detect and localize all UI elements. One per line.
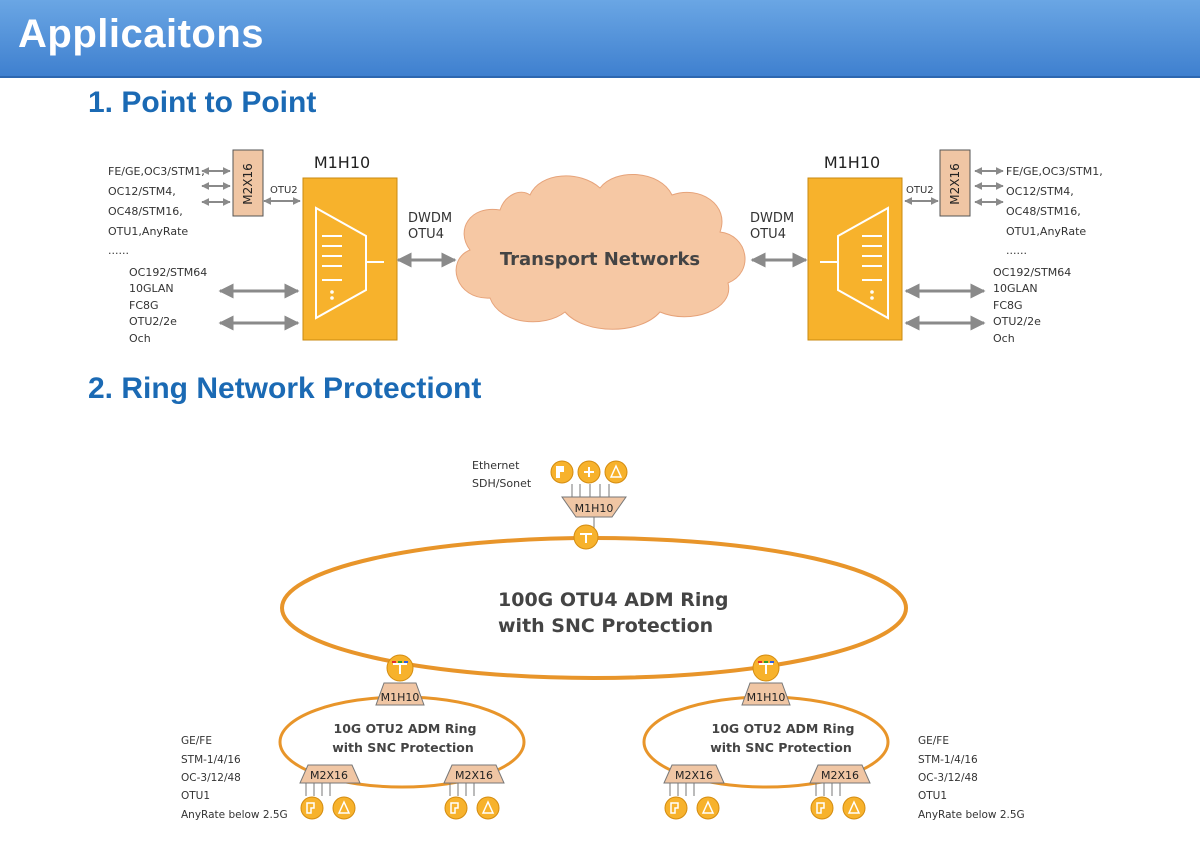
right-side-service: GE/FE xyxy=(918,735,949,747)
right-m1h10-mux xyxy=(741,682,791,706)
left-input-label: OTU1,AnyRate xyxy=(108,225,188,238)
right-sub-ring-label: with SNC Protection xyxy=(710,740,852,755)
left-m2x16-label: M2X16 xyxy=(241,163,255,204)
right-high-rate-label: OC192/STM64 xyxy=(993,266,1071,279)
left-input-label: FE/GE,OC3/STM1, xyxy=(108,165,205,178)
left-side-service: AnyRate below 2.5G xyxy=(181,809,288,821)
right-input-label: ...... xyxy=(1006,244,1027,257)
left-input-label: ...... xyxy=(108,244,129,257)
m2x16-label: M2X16 xyxy=(821,769,859,782)
right-m1h10-ring-label: M1H10 xyxy=(747,691,786,704)
right-high-rate-label: Och xyxy=(993,332,1015,345)
m2x16-label: M2X16 xyxy=(675,769,713,782)
right-side-service: AnyRate below 2.5G xyxy=(918,809,1025,821)
cloud-label: Transport Networks xyxy=(500,249,700,270)
left-input-label: OC48/STM16, xyxy=(108,205,183,218)
left-input-label: OC12/STM4, xyxy=(108,185,176,198)
left-high-rate-label: 10GLAN xyxy=(129,282,174,295)
left-side-service: OTU1 xyxy=(181,790,210,802)
left-side-service: GE/FE xyxy=(181,735,212,747)
right-side-service: OC-3/12/48 xyxy=(918,772,978,784)
right-m2x16-module xyxy=(939,149,971,217)
left-m1h10-ring-label: M1H10 xyxy=(381,691,420,704)
right-m2x16-label: M2X16 xyxy=(948,163,962,204)
main-ring-label: with SNC Protection xyxy=(498,615,713,637)
right-high-rate-label: OTU2/2e xyxy=(993,315,1041,328)
ring-client-icons xyxy=(300,796,866,820)
m2x16-mux xyxy=(663,764,725,784)
right-input-label: OC48/STM16, xyxy=(1006,205,1081,218)
left-high-rate-label: OTU2/2e xyxy=(129,315,177,328)
page-title: Applicaitons xyxy=(18,12,265,56)
right-otu4-label: OTU4 xyxy=(750,227,786,242)
section-title-point-to-point: 1. Point to Point xyxy=(88,86,317,119)
right-input-label: OTU1,AnyRate xyxy=(1006,225,1086,238)
right-input-label: FE/GE,OC3/STM1, xyxy=(1006,165,1103,178)
left-dwdm-label: DWDM xyxy=(408,211,452,226)
right-m1h10-node xyxy=(807,177,903,341)
left-high-rate-label: OC192/STM64 xyxy=(129,266,207,279)
m2x16-mux xyxy=(443,764,505,784)
right-high-rate-label: FC8G xyxy=(993,299,1023,312)
m2x16-mux xyxy=(809,764,871,784)
left-high-rate-label: Och xyxy=(129,332,151,345)
right-sub-ring-label: 10G OTU2 ADM Ring xyxy=(712,721,855,736)
header-bar: Applicaitons xyxy=(0,0,1200,78)
left-m1h10-mux xyxy=(375,682,425,706)
right-dwdm-label: DWDM xyxy=(750,211,794,226)
left-otu2-label: OTU2 xyxy=(270,185,298,196)
top-service-label: SDH/Sonet xyxy=(472,477,532,490)
m2x16-node-group: M2X16 M2X16 M2X16 M2X16 xyxy=(299,764,871,784)
m2x16-label: M2X16 xyxy=(455,769,493,782)
top-m1h10-label: M1H10 xyxy=(575,502,614,515)
left-sub-ring-label: with SNC Protection xyxy=(332,740,474,755)
m2x16-label: M2X16 xyxy=(310,769,348,782)
right-m1h10-title: M1H10 xyxy=(824,153,880,172)
top-client-icons xyxy=(550,460,628,497)
section-title-ring-network: 2. Ring Network Protectiont xyxy=(88,372,482,405)
right-mux-symbol xyxy=(820,206,889,320)
top-m1h10-mux xyxy=(561,496,627,518)
left-side-service: STM-1/4/16 xyxy=(181,754,241,766)
left-low-rate-services: FE/GE,OC3/STM1, OC12/STM4, OC48/STM16, O… xyxy=(108,165,205,257)
left-side-service: OC-3/12/48 xyxy=(181,772,241,784)
left-otu4-label: OTU4 xyxy=(408,227,444,242)
transport-network-cloud xyxy=(455,174,746,330)
right-side-service: STM-1/4/16 xyxy=(918,754,978,766)
left-m1h10-node xyxy=(302,177,398,341)
left-mux-symbol xyxy=(315,206,384,320)
right-otu2-label: OTU2 xyxy=(906,185,934,196)
m2x16-mux xyxy=(299,764,361,784)
left-m1h10-title: M1H10 xyxy=(314,153,370,172)
main-ring-label: 100G OTU4 ADM Ring xyxy=(498,589,729,611)
right-high-rate-label: 10GLAN xyxy=(993,282,1038,295)
right-side-service: OTU1 xyxy=(918,790,947,802)
left-high-rate-label: FC8G xyxy=(129,299,159,312)
top-service-label: Ethernet xyxy=(472,459,520,472)
right-input-label: OC12/STM4, xyxy=(1006,185,1074,198)
left-m2x16-module xyxy=(232,149,264,217)
left-sub-ring-label: 10G OTU2 ADM Ring xyxy=(334,721,477,736)
